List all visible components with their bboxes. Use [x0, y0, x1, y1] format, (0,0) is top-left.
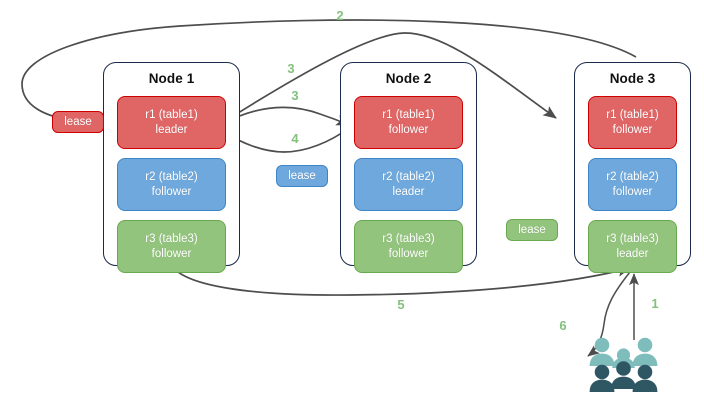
edge-step-3-node2	[221, 106, 350, 126]
node-title-1: Node 1	[148, 71, 195, 86]
node-title-3: Node 3	[609, 71, 656, 86]
node-container-3: Node 3 r1 (table1) follower r2 (table2) …	[574, 62, 691, 273]
replica-label-line1: r1 (table1)	[606, 109, 659, 121]
step-label-1: 1	[651, 296, 659, 311]
replica-label-line1: r1 (table1)	[145, 109, 198, 121]
replica-node3-r3[interactable]: r3 (table3) leader	[588, 220, 677, 273]
replica-label-line1: r1 (table1)	[382, 109, 435, 121]
replica-label-line2: follower	[151, 247, 192, 260]
replica-node1-r3[interactable]: r3 (table3) follower	[117, 220, 226, 273]
replica-label-line1: r3 (table3)	[382, 233, 435, 245]
step-label-6: 6	[559, 318, 567, 333]
lease-chip-r3[interactable]: lease	[506, 219, 558, 241]
replica-node1-r1[interactable]: r1 (table1) leader	[117, 96, 226, 149]
replica-node1-r2[interactable]: r2 (table2) follower	[117, 158, 226, 211]
replica-label-line1: r3 (table3)	[145, 233, 198, 245]
node-container-2: Node 2 r1 (table1) follower r2 (table2) …	[340, 62, 477, 273]
replica-label-line2: leader	[392, 185, 425, 198]
replica-label-line2: follower	[612, 123, 653, 136]
step-label-4: 4	[291, 131, 299, 146]
step-label-3a: 3	[287, 61, 295, 76]
replica-label-line1: r2 (table2)	[606, 171, 659, 183]
lease-chip-r1[interactable]: lease	[52, 111, 104, 133]
step-label-3b: 3	[291, 88, 299, 103]
replica-label-line1: r2 (table2)	[382, 171, 435, 183]
replica-label-line2: follower	[151, 185, 192, 198]
lease-chip-r2[interactable]: lease	[276, 165, 328, 187]
replica-label-line2: follower	[388, 247, 429, 260]
replica-node2-r2[interactable]: r2 (table2) leader	[354, 158, 463, 211]
step-label-5: 5	[397, 297, 405, 312]
replica-label-line1: r2 (table2)	[145, 171, 198, 183]
replica-label-line2: follower	[612, 185, 653, 198]
replica-node3-r2[interactable]: r2 (table2) follower	[588, 158, 677, 211]
replica-node3-r1[interactable]: r1 (table1) follower	[588, 96, 677, 149]
replica-node2-r3[interactable]: r3 (table3) follower	[354, 220, 463, 273]
users-group-icon	[589, 337, 658, 392]
node-container-1: Node 1 r1 (table1) leader r2 (table2) fo…	[103, 62, 240, 273]
replica-node2-r1[interactable]: r1 (table1) follower	[354, 96, 463, 149]
node-title-2: Node 2	[385, 71, 432, 86]
replica-label-line2: follower	[388, 123, 429, 136]
replica-label-line2: leader	[616, 247, 649, 260]
step-label-2: 2	[336, 8, 344, 23]
replica-label-line2: leader	[155, 123, 188, 136]
replica-label-line1: r3 (table3)	[606, 233, 659, 245]
